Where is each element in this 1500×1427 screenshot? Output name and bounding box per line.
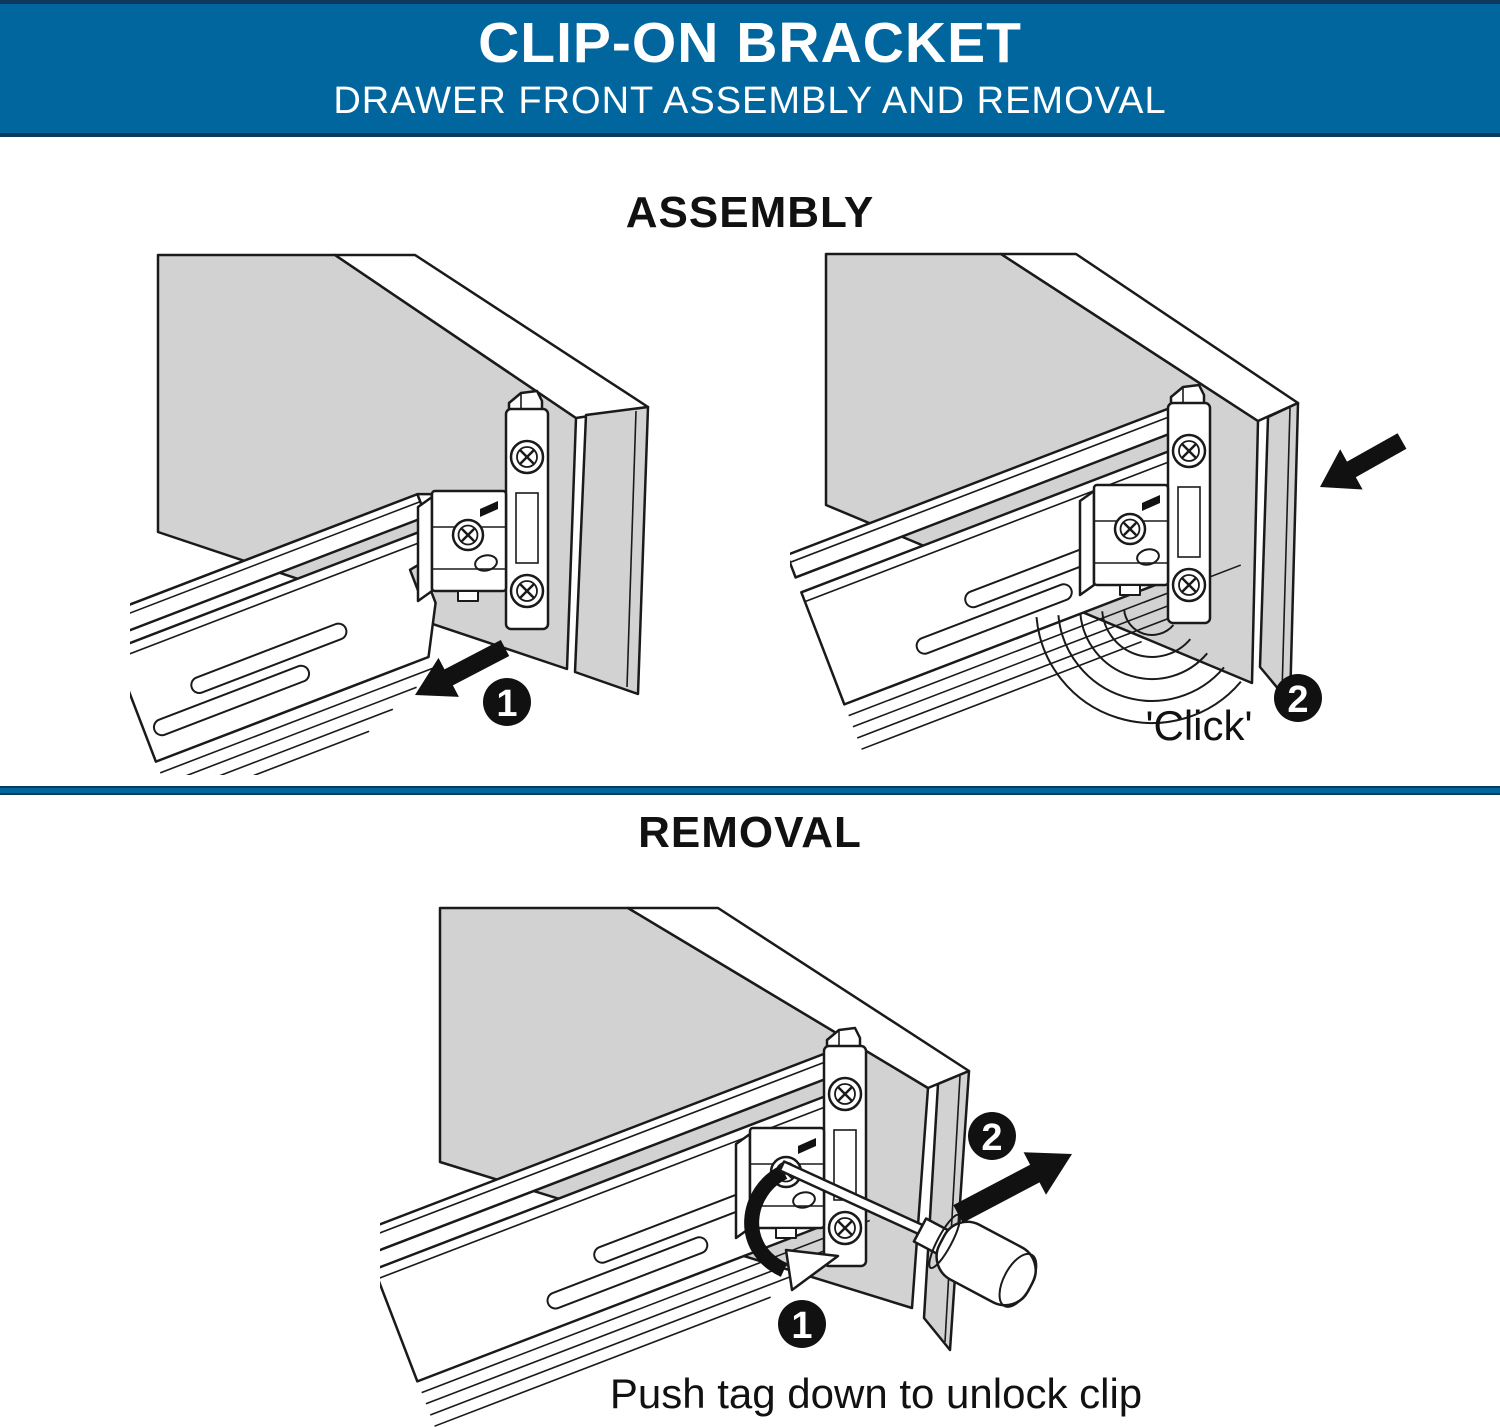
mounting-bracket: [416, 389, 550, 631]
assembly-step1-illustration: 1: [130, 253, 650, 775]
clip-bottom-tab: [775, 1227, 797, 1239]
clip-hole: [1136, 548, 1160, 566]
svg-text:2: 2: [981, 1117, 1002, 1159]
section-divider: [0, 786, 1500, 795]
page-title: CLIP-ON BRACKET: [478, 11, 1022, 76]
screw-icon: [1171, 433, 1207, 469]
screw-icon: [509, 573, 545, 609]
screw-icon: [827, 1076, 863, 1112]
page-subtitle: DRAWER FRONT ASSEMBLY AND REMOVAL: [333, 79, 1167, 122]
screwdriver: [778, 1160, 1038, 1308]
section-title-removal: REMOVAL: [638, 808, 862, 857]
step-badge: 1: [778, 1300, 826, 1348]
assembly-step2-illustration: 'Click' 2: [790, 252, 1407, 750]
direction-arrow-icon: [415, 640, 510, 697]
removal-illustration: 1 2: [380, 906, 1072, 1427]
screw-icon: [451, 518, 485, 552]
mounting-bracket: [1078, 383, 1212, 625]
screw-icon: [1113, 512, 1147, 546]
clip-side-face: [1078, 489, 1096, 597]
clip-hole: [792, 1191, 816, 1209]
drawer-slide-rail: [130, 492, 442, 775]
step-badge: 2: [968, 1112, 1016, 1160]
removal-caption: Push tag down to unlock clip: [609, 1370, 1143, 1417]
rotate-arrow-icon: [744, 1165, 840, 1292]
screw-icon: [509, 439, 545, 475]
screwdriver-handle: [928, 1213, 1038, 1308]
clip-bottom-tab: [457, 590, 479, 602]
clip-hole: [474, 554, 498, 572]
drawer-slide-rail: [380, 1049, 871, 1427]
panel-end-face: [1258, 401, 1300, 705]
direction-arrow-icon: [1320, 433, 1407, 490]
svg-text:1: 1: [496, 683, 517, 725]
clip-tag-mark: [480, 501, 498, 517]
click-sound-waves: [1035, 609, 1242, 724]
svg-text:2: 2: [1287, 679, 1308, 721]
header-banner: CLIP-ON BRACKET DRAWER FRONT ASSEMBLY AN…: [0, 0, 1500, 137]
direction-arrow-icon: [953, 1152, 1072, 1223]
step-badge: 1: [483, 678, 531, 726]
step-badge: 2: [1274, 674, 1322, 722]
svg-text:1: 1: [791, 1305, 812, 1347]
clip-tag-mark: [1142, 495, 1160, 511]
click-label: 'Click': [1145, 702, 1252, 749]
clip-tag-mark: [798, 1138, 816, 1154]
section-title-assembly: ASSEMBLY: [625, 188, 875, 237]
panel-end-face: [573, 405, 650, 696]
clip-bottom-tab: [1119, 584, 1141, 596]
mounting-bracket: [734, 1026, 868, 1268]
screw-icon: [1171, 567, 1207, 603]
clip-side-face: [416, 495, 434, 603]
screw-icon: [827, 1210, 863, 1246]
